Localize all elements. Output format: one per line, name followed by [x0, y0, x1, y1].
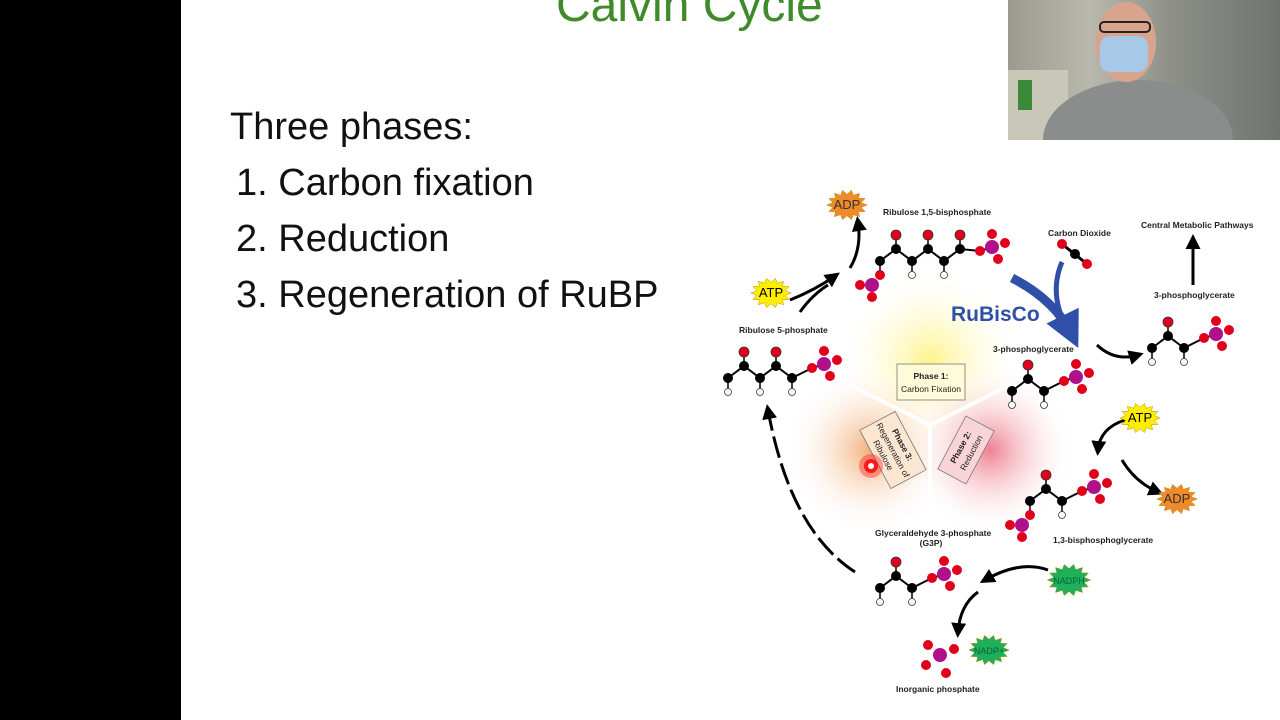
label-bpg: 1,3-bisphosphoglycerate	[1053, 535, 1153, 545]
label-rubp: Ribulose 1,5-bisphosphate	[883, 207, 991, 217]
laser-pointer	[859, 454, 883, 478]
svg-text:ADP: ADP	[834, 197, 861, 212]
svg-text:Carbon Fixation: Carbon Fixation	[901, 384, 961, 394]
atp-burst-top: ATP	[750, 277, 792, 309]
adp-burst-top: ADP	[826, 189, 868, 221]
slide-title: Calvin Cycle	[556, 0, 823, 32]
svg-text:NADP+: NADP+	[974, 646, 1004, 656]
slide-heading: Three phases:	[230, 106, 473, 148]
svg-text:ATP: ATP	[1128, 410, 1152, 425]
molecule-co2	[1057, 239, 1092, 269]
svg-text:Phase 1:: Phase 1:	[914, 371, 949, 381]
label-3pga-out: 3-phosphoglycerate	[1154, 290, 1235, 300]
presenter-video	[1008, 2, 1233, 140]
molecule-inorganic-phosphate	[921, 640, 959, 678]
svg-text:NADPH: NADPH	[1053, 576, 1085, 586]
molecule-3pga-out	[1147, 316, 1234, 366]
label-ru5p: Ribulose 5-phosphate	[739, 325, 828, 335]
svg-text:ADP: ADP	[1164, 491, 1191, 506]
phase-1-box: Phase 1: Carbon Fixation	[896, 363, 966, 401]
phase-item-1: 1. Carbon fixation	[236, 162, 534, 204]
molecule-rubp	[855, 229, 1010, 302]
webcam-overlay	[1008, 0, 1280, 140]
label-3pga: 3-phosphoglycerate	[993, 344, 1074, 354]
molecule-bpg	[1005, 469, 1112, 542]
label-inorganic-phosphate: Inorganic phosphate	[896, 684, 980, 694]
molecule-labels: Ribulose 1,5-bisphosphate Carbon Dioxide…	[739, 207, 1254, 694]
nadp-burst: NADP+	[968, 634, 1010, 666]
rubisco-label: RuBisCo	[951, 303, 1040, 326]
adp-burst-right: ADP	[1156, 483, 1198, 515]
arrows	[762, 216, 1201, 638]
video-letterbox	[0, 0, 181, 720]
label-g3p-abbr: (G3P)	[920, 538, 943, 548]
label-co2: Carbon Dioxide	[1048, 228, 1111, 238]
svg-text:ATP: ATP	[759, 285, 783, 300]
rubisco-arrow: RuBisCo	[951, 261, 1079, 348]
label-central-pathways: Central Metabolic Pathways	[1141, 220, 1254, 230]
energy-bursts: ADP ATP ATP ADP NADPH NADP+	[750, 189, 1198, 666]
nadph-burst: NADPH	[1046, 563, 1092, 597]
phase-item-2: 2. Reduction	[236, 218, 450, 260]
molecule-g3p	[875, 556, 962, 606]
molecules	[723, 229, 1234, 678]
label-g3p: Glyceraldehyde 3-phosphate	[875, 528, 991, 538]
phase-item-3: 3. Regeneration of RuBP	[236, 274, 659, 316]
molecule-ru5p	[723, 346, 842, 396]
molecule-3pga	[1007, 359, 1094, 409]
atp-burst-right: ATP	[1119, 402, 1161, 434]
